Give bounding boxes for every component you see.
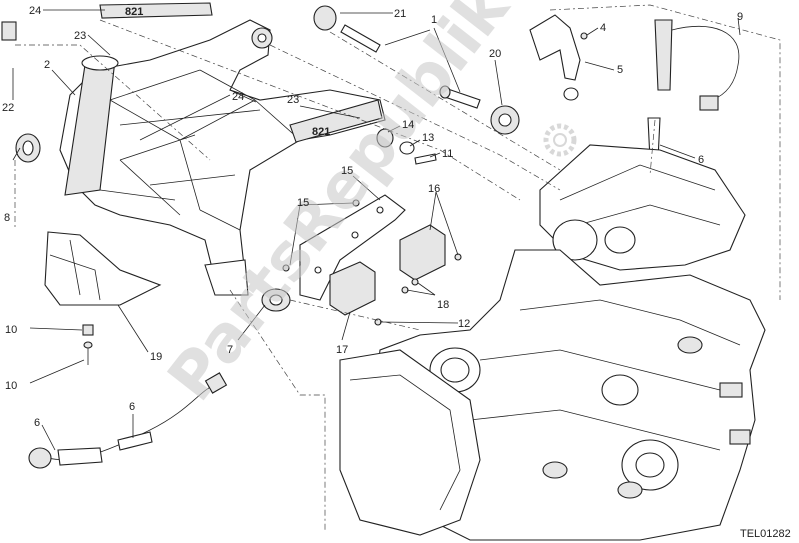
callout-19: 10 — [5, 380, 17, 392]
callout-13: 15 — [341, 165, 353, 177]
callout-20: 20 — [489, 48, 501, 60]
callout-7: 7 — [227, 344, 233, 356]
spark-plug-part-6-lower — [117, 431, 153, 451]
callout-24-top: 24 — [29, 5, 41, 17]
callout-6-lower: 6 — [129, 401, 135, 413]
callout-labels: 24 23 2 22 8 24 23 21 1 20 4 5 9 6 14 13… — [2, 5, 743, 429]
drawing-code: TEL01282 — [740, 528, 791, 540]
callout-21: 21 — [394, 8, 406, 20]
callout-6-upper: 6 — [698, 154, 704, 166]
bracket-part-4 — [529, 14, 581, 101]
leader-lines — [12, 9, 741, 451]
callout-12: 14 — [402, 119, 414, 131]
callout-9: 9 — [737, 11, 743, 23]
callout-14: 15 — [297, 197, 309, 209]
sticker-part-22 — [1, 21, 17, 41]
callout-10-upper: 11 — [442, 148, 453, 160]
bracket-part-17 — [44, 231, 162, 306]
frame-logo-text-top: 821 — [125, 6, 143, 18]
sensor-cable-part-5 — [28, 372, 228, 469]
grommet-part-8 — [15, 133, 41, 163]
engine-assembly — [339, 144, 766, 541]
screws-part-16 — [374, 253, 462, 326]
callout-15-lower: 17 — [336, 344, 348, 356]
callout-5: 6 — [34, 417, 40, 429]
callout-24-middle: 24 — [232, 91, 244, 103]
callout-15-upper: 16 — [428, 183, 440, 195]
reference-lines — [14, 4, 781, 530]
frame-assembly: 821 821 — [59, 2, 386, 296]
ignition-coil-part-15-upper — [399, 224, 446, 281]
callout-18: 10 — [5, 324, 17, 336]
callout-16: 18 — [437, 299, 449, 311]
callout-11: 13 — [422, 132, 434, 144]
frame-logo-text: 821 — [312, 126, 330, 138]
ignition-coil-part-15-lower — [329, 261, 376, 316]
screw-part-19 — [83, 341, 93, 365]
callout-17: 19 — [150, 351, 162, 363]
bracket-part-13 — [299, 194, 406, 301]
callout-23-middle: 23 — [287, 94, 299, 106]
bushing-part-21 — [313, 5, 381, 53]
rubber-mount-part-20 — [490, 105, 520, 135]
callout-8: 8 — [4, 212, 10, 224]
callout-2: 2 — [44, 59, 50, 71]
callout-1: 1 — [431, 14, 437, 26]
bolt-part-1 — [439, 85, 481, 109]
spark-plug-cap-part-9 — [654, 19, 740, 111]
washer-part-11 — [399, 141, 415, 155]
screw-part-3 — [580, 32, 588, 40]
callout-22: 22 — [2, 102, 14, 114]
frame-logo-badge-top: 821 — [99, 2, 213, 19]
callout-4: 5 — [617, 64, 623, 76]
bolt-part-18 — [82, 324, 94, 336]
callout-3: 4 — [600, 22, 606, 34]
callout-10-lower: 12 — [458, 318, 470, 330]
frame-logo-badge: 821 — [289, 99, 383, 143]
callout-23-left: 23 — [74, 30, 86, 42]
gear-part-12 — [376, 128, 394, 148]
watermark-gear-icon — [543, 123, 577, 157]
